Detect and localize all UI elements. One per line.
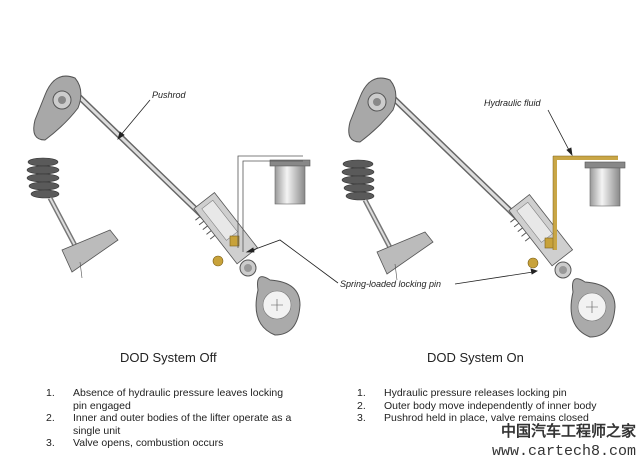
list-item: 2.Inner and outer bodies of the lifter o… [46,412,292,437]
watermark-url: www.cartech8.com [491,443,636,460]
arrow-icon [117,99,151,140]
dod-lifter-diagram: Pushrod Hydraulic fluid Spring-loaded lo… [0,0,640,340]
watermark-cn: 中国汽车工程师之家 [500,422,636,440]
lifter-assembly-off [27,76,310,335]
locking-pin-label: Spring-loaded locking pin [340,279,441,289]
list-item: 3.Pushrod held in place, valve remains c… [357,412,589,424]
hydraulic-line-empty [237,155,303,252]
lifter-assembly-on [342,78,625,337]
list-item: 1.Hydraulic pressure releases locking pi… [357,387,567,399]
arrow-icon [547,109,573,157]
arrow-icon [245,239,538,285]
panel-title-on: DOD System On [427,350,524,365]
list-item: 3.Valve opens, combustion occurs [46,437,224,449]
panel-list-off: 1.Absence of hydraulic pressure leaves l… [46,387,296,450]
hydraulic-line-filled [553,156,618,250]
list-item: 1.Absence of hydraulic pressure leaves l… [46,387,284,412]
list-item: 2.Outer body move independently of inner… [357,399,597,412]
hydraulic-fluid-label: Hydraulic fluid [484,98,542,108]
panel-list-on: 1.Hydraulic pressure releases locking pi… [357,387,597,425]
pushrod-label: Pushrod [152,90,187,100]
panel-title-off: DOD System Off [120,350,217,365]
